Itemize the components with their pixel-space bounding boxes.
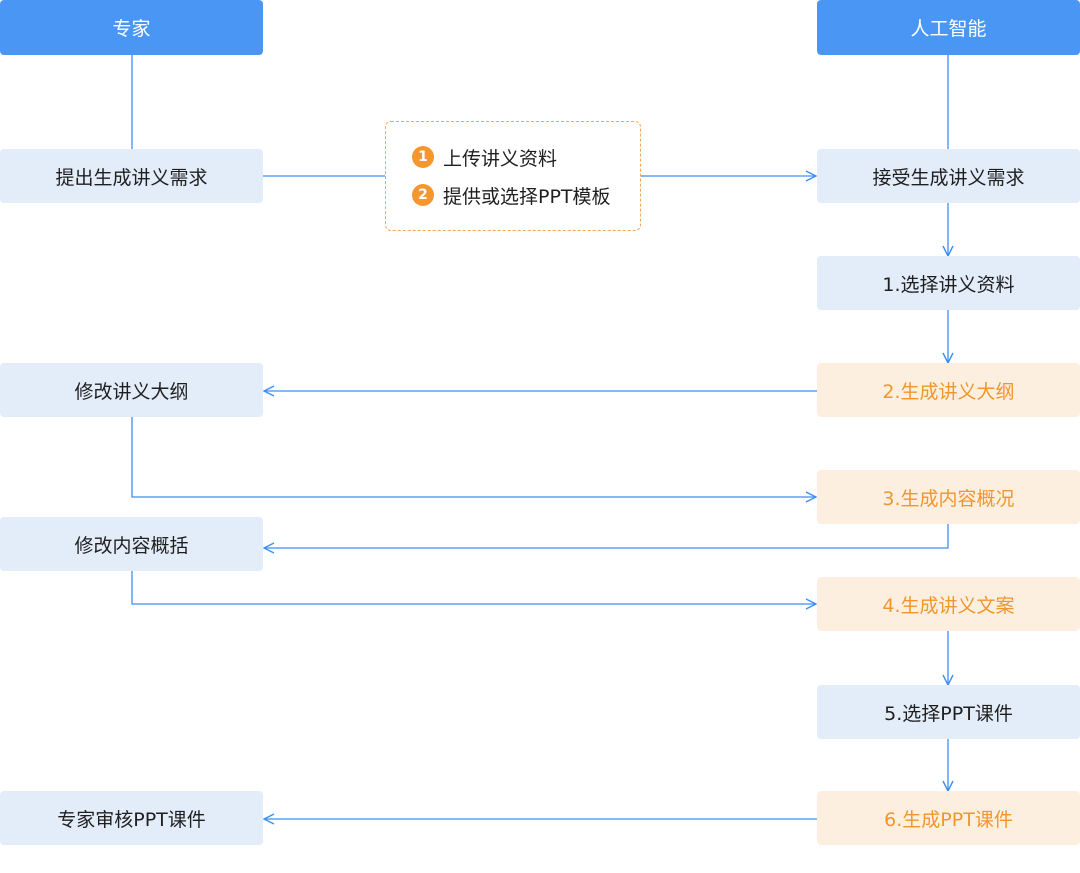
note-item-label: 提供或选择PPT模板: [443, 185, 611, 208]
expert-edit-summary-step: 修改内容概括: [0, 517, 263, 571]
number-badge: 2: [412, 184, 434, 206]
s3-to-edit-summary-arrow: [264, 524, 949, 548]
ai-step-2: 2.生成讲义大纲: [817, 363, 1080, 417]
ai-step-5: 5.选择PPT课件: [817, 685, 1080, 739]
ai-step-3: 3.生成内容概况: [817, 470, 1080, 524]
ai-step-1: 1.选择讲义资料: [817, 256, 1080, 310]
expert-edit-outline-step: 修改讲义大纲: [0, 363, 263, 417]
expert-request-step: 提出生成讲义需求: [0, 149, 263, 203]
ai-accept-step: 接受生成讲义需求: [817, 149, 1080, 203]
upload-note: 1 上传讲义资料 2 提供或选择PPT模板: [385, 121, 641, 231]
expert-lane-header: 专家: [0, 0, 263, 55]
number-badge: 1: [412, 146, 434, 168]
edit-summary-to-s4-arrow: [131, 571, 816, 604]
note-item: 2 提供或选择PPT模板: [412, 182, 640, 208]
note-item-label: 上传讲义资料: [443, 147, 558, 170]
ai-step-6: 6.生成PPT课件: [817, 791, 1080, 845]
expert-review-step: 专家审核PPT课件: [0, 791, 263, 845]
note-item: 1 上传讲义资料: [412, 144, 640, 170]
ai-step-4: 4.生成讲义文案: [817, 577, 1080, 631]
ai-lane-header: 人工智能: [817, 0, 1080, 55]
edit-outline-to-s3-arrow: [131, 417, 816, 497]
